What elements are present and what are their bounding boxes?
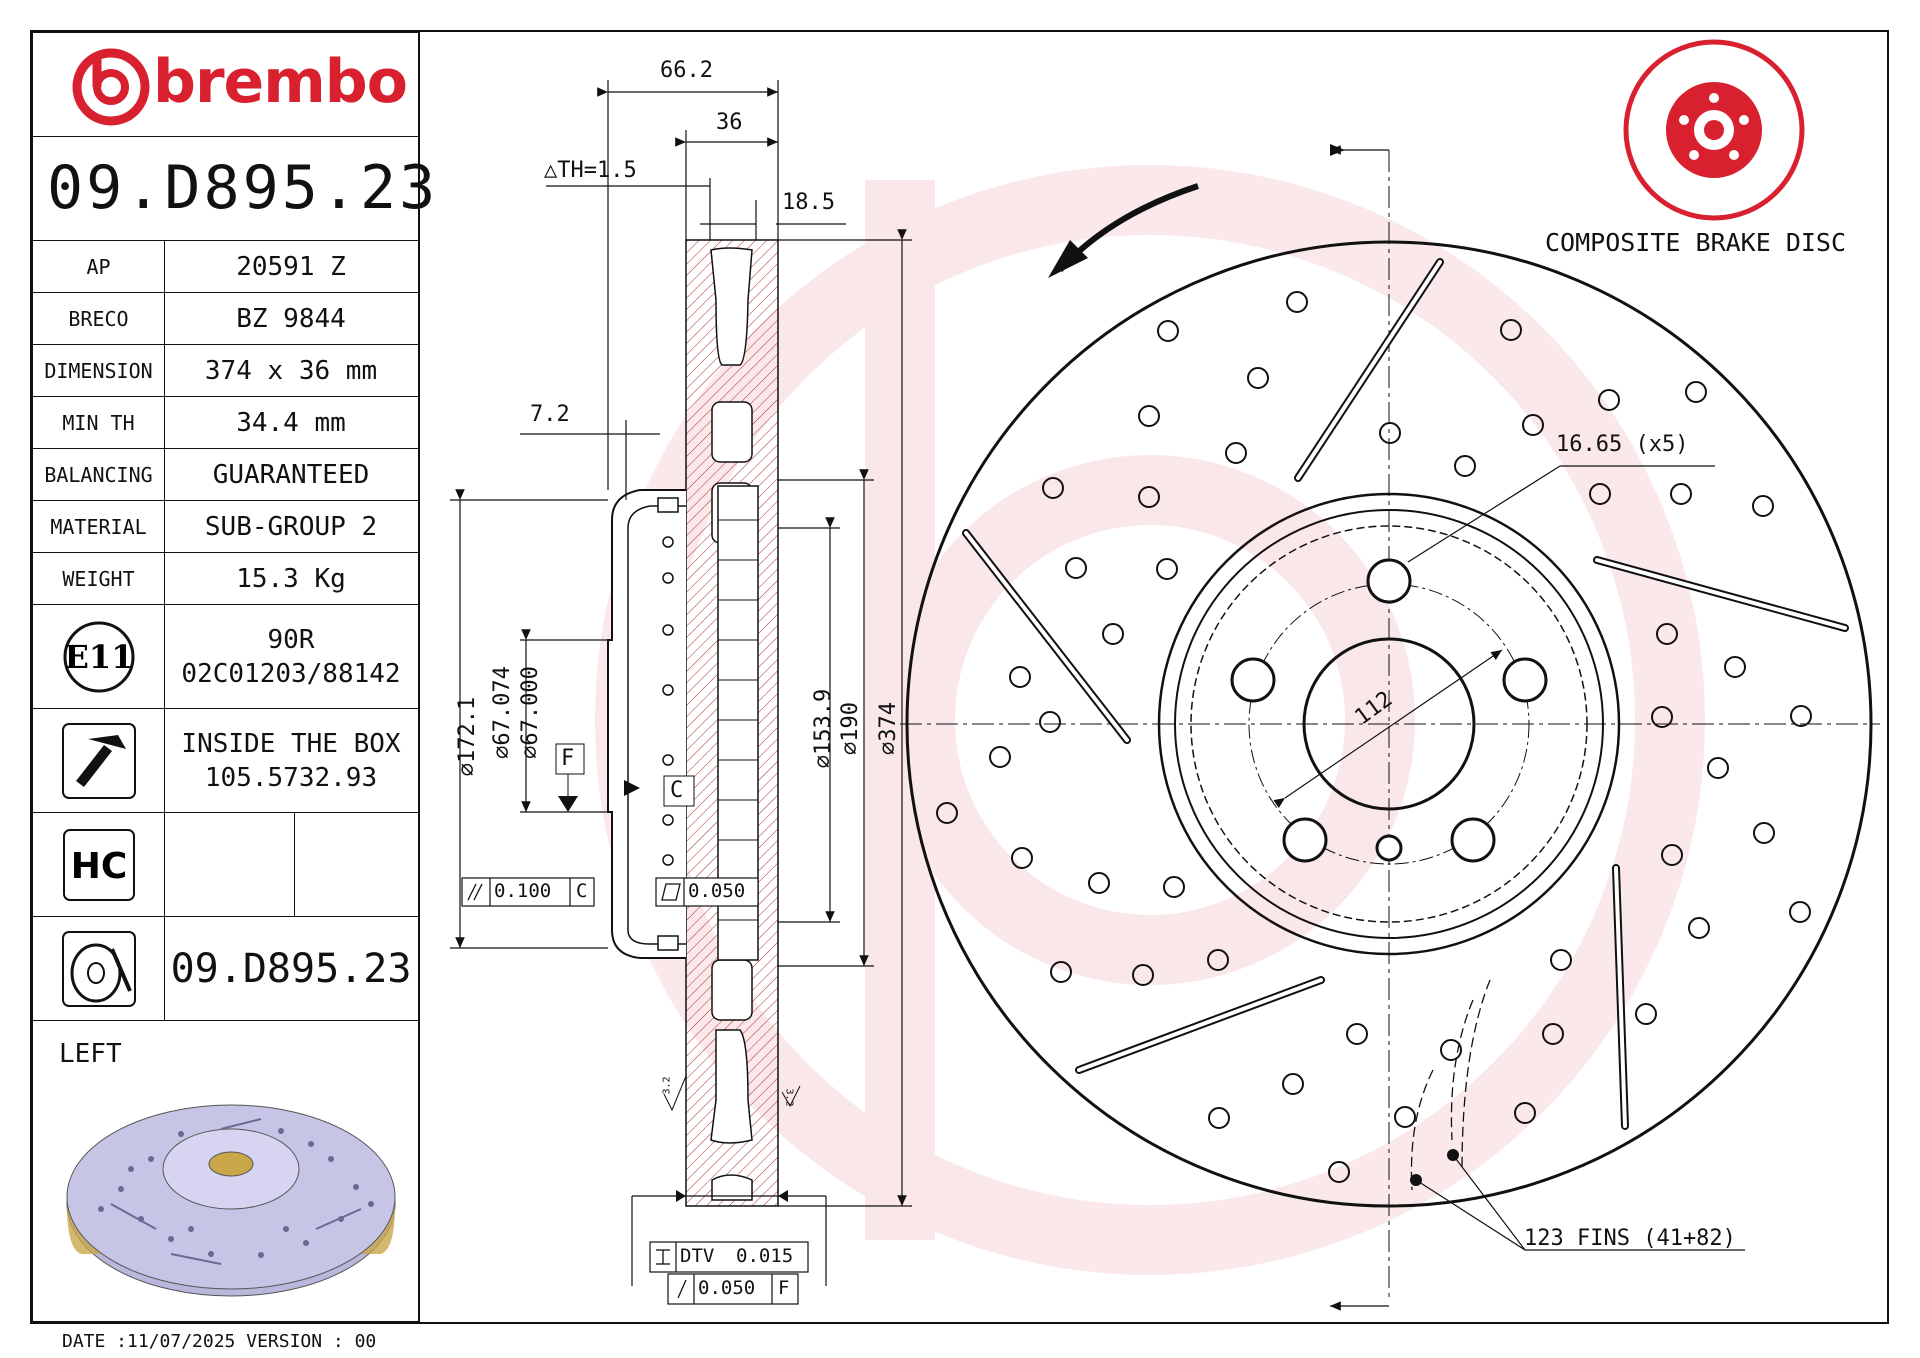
spec-value: BZ 9844 xyxy=(236,303,346,334)
dim-7-2: 7.2 xyxy=(530,402,570,427)
tol-parallel-ref: C xyxy=(576,880,588,902)
spec-row: MATERIAL SUB-GROUP 2 xyxy=(33,501,418,553)
hc-badge-icon: HC xyxy=(62,828,135,901)
datum-c-label: C xyxy=(670,778,684,803)
spec-key: BRECO xyxy=(33,293,165,344)
disc-3d-illustration xyxy=(66,1104,396,1297)
dtv-label: DTV xyxy=(680,1245,715,1267)
inside-box-row: INSIDE THE BOX 105.5732.93 xyxy=(33,709,418,813)
spec-value: 15.3 Kg xyxy=(236,563,346,594)
brembo-logo-icon xyxy=(72,48,150,126)
hc-badge-text: HC xyxy=(70,846,127,887)
tol-parallel-value: 0.100 xyxy=(494,880,552,902)
dim-overall-width: 66.2 xyxy=(660,58,713,83)
spec-value: 20591 Z xyxy=(236,251,346,282)
fins-label: 123 FINS (41+82) xyxy=(1524,1226,1736,1251)
front-view xyxy=(900,150,1880,1300)
homologation-line2: 02C01203/88142 xyxy=(181,658,401,689)
roughness-left: 3.2 xyxy=(661,1076,673,1095)
part-number-row: 09.D895.23 xyxy=(33,137,435,241)
dim-d374: ⌀374 xyxy=(875,702,901,755)
logo-row: brembo xyxy=(33,33,418,137)
roughness-right: 3.2 xyxy=(783,1088,795,1107)
spec-value: 34.4 mm xyxy=(236,407,346,438)
dim-d172: ⌀172.1 xyxy=(455,696,481,777)
spec-key: MIN TH xyxy=(33,397,165,448)
spec-row: WEIGHT 15.3 Kg xyxy=(33,553,418,605)
dtv-value: 0.015 xyxy=(736,1245,794,1267)
spec-row: AP 20591 Z xyxy=(33,241,418,293)
spec-key: MATERIAL xyxy=(33,501,165,552)
title-block: brembo 09.D895.23 AP 20591 Z BRECO BZ 98… xyxy=(31,31,435,1323)
spec-key: BALANCING xyxy=(33,449,165,500)
screw-icon xyxy=(61,722,136,799)
datum-f-marker xyxy=(558,796,578,812)
hc-row: HC xyxy=(33,813,418,917)
drill-holes xyxy=(936,291,1812,1183)
dim-d67-b: ⌀67.000 xyxy=(517,666,543,759)
side-label: LEFT xyxy=(59,1039,122,1069)
dim-d153: ⌀153.9 xyxy=(811,688,837,769)
spec-row: DIMENSION 374 x 36 mm xyxy=(33,345,418,397)
date-version: DATE :11/07/2025 VERSION : 00 xyxy=(62,1331,377,1352)
homologation-line1: 90R xyxy=(267,624,315,655)
dim-th-delta: △TH=1.5 xyxy=(544,158,637,183)
homologation-row: E11 90R 02C01203/88142 xyxy=(33,605,418,709)
spec-value: SUB-GROUP 2 xyxy=(204,511,378,542)
e11-badge-text: E11 xyxy=(64,638,133,676)
inside-box-line1: INSIDE THE BOX xyxy=(181,728,401,759)
footer-part-number: 09.D895.23 xyxy=(170,945,412,992)
disc-pn-row: 09.D895.23 xyxy=(33,917,418,1021)
section-view xyxy=(607,239,779,1207)
spec-key: WEIGHT xyxy=(33,553,165,604)
brand-name: brembo xyxy=(153,47,408,117)
dim-bolt-holes: 16.65 (x5) xyxy=(1556,432,1689,457)
spec-value: 374 x 36 mm xyxy=(204,355,378,386)
runout-value: 0.050 xyxy=(698,1277,756,1299)
dim-d67-a: ⌀67.074 xyxy=(489,666,515,759)
disc-slots xyxy=(962,258,1849,1130)
datum-f-label: F xyxy=(561,746,575,771)
spec-value: GUARANTEED xyxy=(212,459,370,490)
e11-badge-icon: E11 xyxy=(63,621,134,692)
part-number: 09.D895.23 xyxy=(47,153,439,223)
spec-row: BALANCING GUARANTEED xyxy=(33,449,418,501)
disc-warning-icon xyxy=(61,930,136,1007)
datum-c-marker xyxy=(624,780,640,796)
section-dimensions xyxy=(450,80,912,1286)
e11-cell: E11 xyxy=(33,605,165,708)
product-type: COMPOSITE BRAKE DISC xyxy=(1545,228,1847,257)
dim-18-5: 18.5 xyxy=(782,190,835,215)
spec-row: BRECO BZ 9844 xyxy=(33,293,418,345)
spec-key: AP xyxy=(33,241,165,292)
bolt-holes xyxy=(1230,558,1548,863)
spec-key: DIMENSION xyxy=(33,345,165,396)
dim-d190: ⌀190 xyxy=(837,702,863,755)
dim-thickness: 36 xyxy=(716,110,743,135)
composite-disc-icon xyxy=(1623,39,1805,221)
inside-box-line2: 105.5732.93 xyxy=(204,762,378,793)
tol-flatness-value: 0.050 xyxy=(688,880,746,902)
spec-row: MIN TH 34.4 mm xyxy=(33,397,418,449)
runout-ref: F xyxy=(778,1277,790,1299)
